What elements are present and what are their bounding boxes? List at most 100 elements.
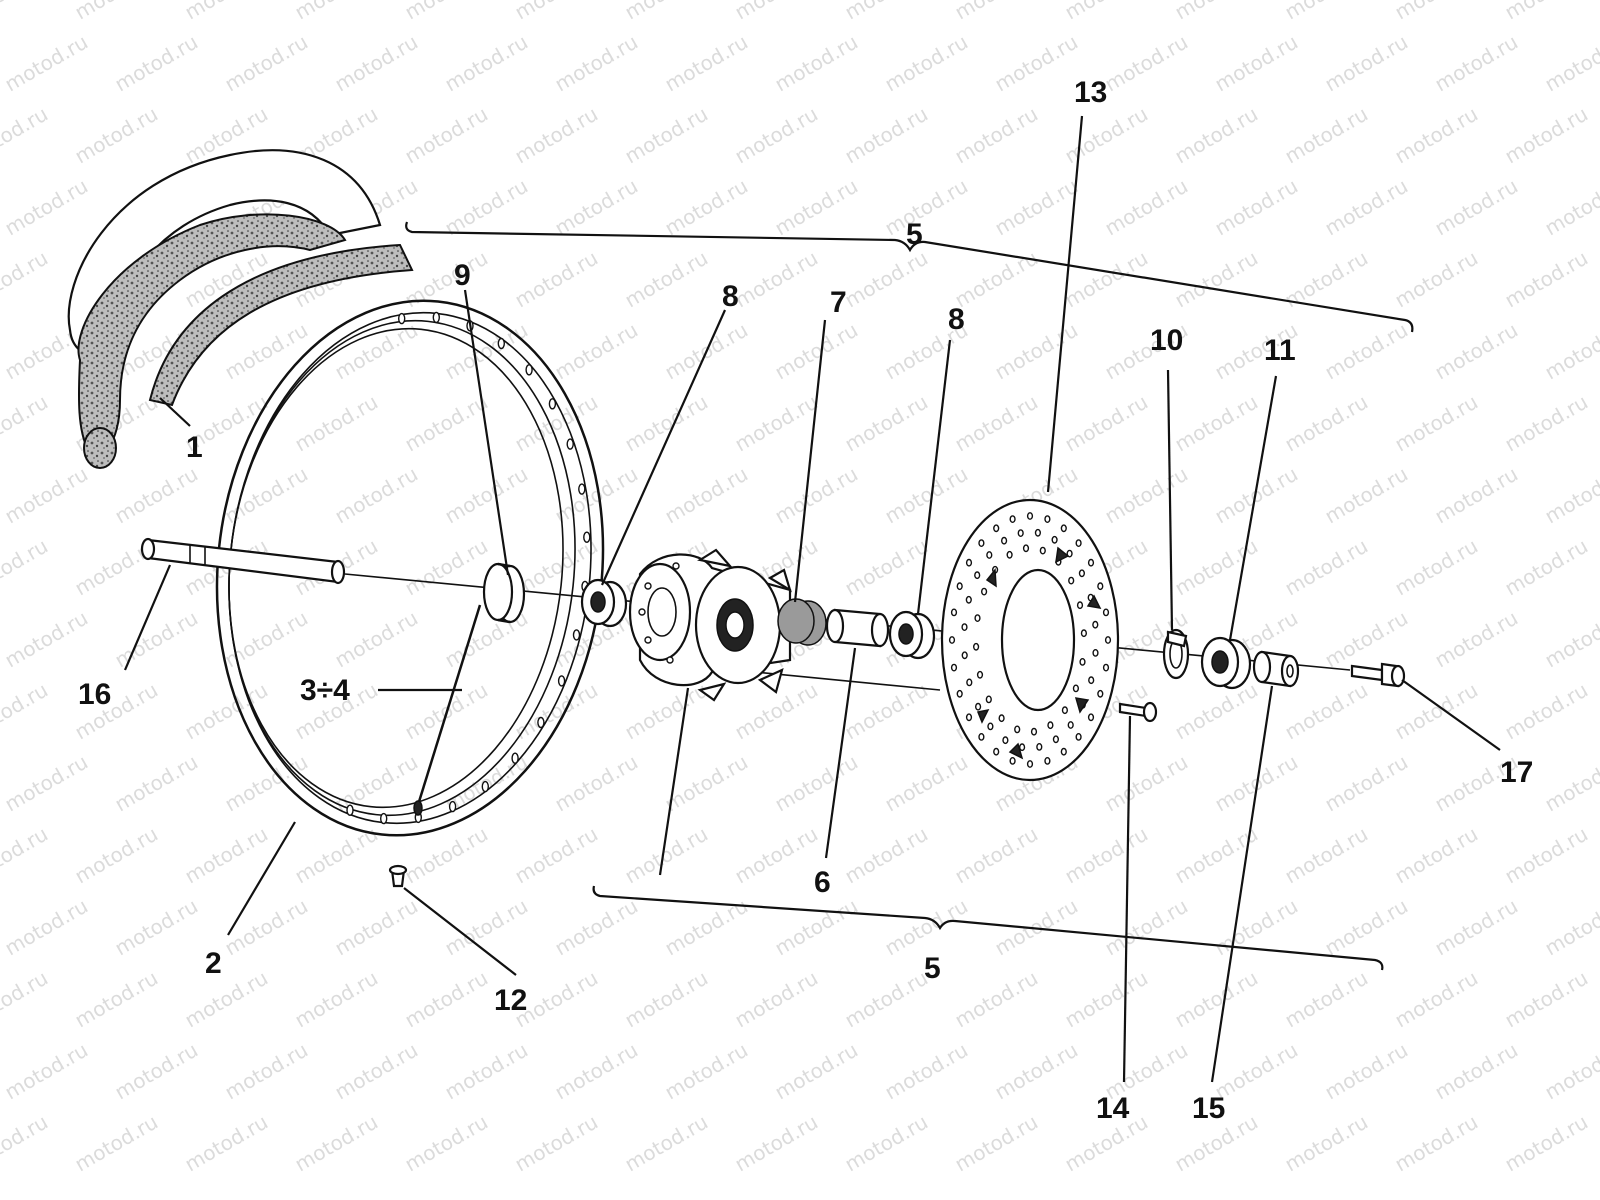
rim-spoke-hole <box>346 804 354 816</box>
watermark-text: motod.ru <box>511 822 602 889</box>
watermark-text: motod.ru <box>111 894 202 961</box>
watermark-text: motod.ru <box>621 390 712 457</box>
watermark-text: motod.ru <box>1 30 92 97</box>
watermark-text: motod.ru <box>0 534 52 601</box>
watermark-text: motod.ru <box>0 1110 52 1177</box>
disc-hole <box>1018 743 1026 752</box>
watermark-text: motod.ru <box>991 318 1082 385</box>
watermark-text: motod.ru <box>731 1110 822 1177</box>
watermark-text: motod.ru <box>1211 30 1302 97</box>
watermark-text: motod.ru <box>841 1110 932 1177</box>
disc-hole <box>948 636 956 644</box>
watermark-text: motod.ru <box>1501 534 1592 601</box>
watermark-text: motod.ru <box>1281 390 1372 457</box>
watermark-text: motod.ru <box>1391 822 1482 889</box>
watermark-text: motod.ru <box>1541 606 1600 673</box>
disc-hole <box>987 722 994 731</box>
watermark-text: motod.ru <box>0 390 52 457</box>
watermark-text: motod.ru <box>0 966 52 1033</box>
watermark-text: motod.ru <box>511 0 602 24</box>
callout-5-top: 5 <box>906 218 923 251</box>
watermark-text: motod.ru <box>771 462 862 529</box>
watermark-text: motod.ru <box>1101 30 1192 97</box>
watermark-text: motod.ru <box>841 822 932 889</box>
watermark-text: motod.ru <box>1321 318 1412 385</box>
disc-hole <box>1017 529 1024 537</box>
disc-bolt <box>1118 701 1158 723</box>
watermark-text: motod.ru <box>71 102 162 169</box>
watermark-text: motod.ru <box>1391 966 1482 1033</box>
watermark-text: motod.ru <box>291 966 382 1033</box>
callout-7: 7 <box>830 286 847 319</box>
disc-hole <box>1068 576 1075 585</box>
watermark-text: motod.ru <box>401 966 492 1033</box>
watermark-text: motod.ru <box>111 30 202 97</box>
watermark-text: motod.ru <box>1281 102 1372 169</box>
disc-hole <box>972 642 980 651</box>
watermark-text: motod.ru <box>731 0 822 24</box>
watermark-text: motod.ru <box>221 318 312 385</box>
watermark-text: motod.ru <box>1171 102 1262 169</box>
watermark-text: motod.ru <box>1 462 92 529</box>
disc-hole <box>1036 743 1043 751</box>
callout-6: 6 <box>814 866 831 899</box>
disc-hole <box>1066 549 1073 558</box>
watermark-text: motod.ru <box>1541 750 1600 817</box>
disc-hole <box>1039 546 1046 555</box>
watermark-text: motod.ru <box>1501 1110 1592 1177</box>
watermark-text: motod.ru <box>1501 102 1592 169</box>
disc-hole <box>1075 733 1082 741</box>
watermark-text: motod.ru <box>1541 1038 1600 1105</box>
disc-hole <box>993 524 1000 533</box>
watermark-text: motod.ru <box>1 174 92 241</box>
watermark-text: motod.ru <box>1501 246 1592 313</box>
watermark-text: motod.ru <box>71 822 162 889</box>
watermark-text: motod.ru <box>881 750 972 817</box>
watermark-text: motod.ru <box>71 966 162 1033</box>
rim-spoke-hole <box>566 438 574 450</box>
watermark-text: motod.ru <box>1171 390 1262 457</box>
disc-hole <box>1072 684 1080 693</box>
watermark-text: motod.ru <box>951 1110 1042 1177</box>
watermark-text: motod.ru <box>621 1110 712 1177</box>
inner-spacer <box>825 608 890 648</box>
disc-hole <box>1009 515 1016 523</box>
rim-spoke-hole <box>432 311 440 324</box>
watermark-text: motod.ru <box>1281 1110 1372 1177</box>
disc-hole <box>1092 620 1099 629</box>
watermark-text: motod.ru <box>331 30 422 97</box>
disc-hole <box>1067 721 1074 729</box>
watermark-text: motod.ru <box>1431 462 1522 529</box>
watermark-text: motod.ru <box>771 894 862 961</box>
callout-2: 2 <box>205 947 222 980</box>
watermark-text: motod.ru <box>1391 102 1482 169</box>
watermark-text: motod.ru <box>991 894 1082 961</box>
watermark-text: motod.ru <box>1321 30 1412 97</box>
watermark-text: motod.ru <box>731 246 822 313</box>
disc-hole <box>1000 536 1008 545</box>
rim-spoke-hole <box>481 780 489 793</box>
watermark-text: motod.ru <box>291 390 382 457</box>
disc-hole <box>998 714 1005 723</box>
watermark-text: motod.ru <box>401 534 492 601</box>
watermark-text: motod.ru <box>1281 678 1372 745</box>
watermark-text: motod.ru <box>771 30 862 97</box>
watermark-text: motod.ru <box>1171 966 1262 1033</box>
rim-spoke-holes <box>346 311 591 825</box>
disc-hole <box>1060 524 1067 533</box>
watermark-text: motod.ru <box>551 462 642 529</box>
watermark-text: motod.ru <box>181 1110 272 1177</box>
watermark-text: motod.ru <box>1281 0 1372 24</box>
watermark-text: motod.ru <box>881 1038 972 1105</box>
disc-hole <box>1097 689 1104 698</box>
watermark-text: motod.ru <box>621 102 712 169</box>
disc-hole <box>1002 736 1009 745</box>
watermark-text: motod.ru <box>661 1038 752 1105</box>
watermark-text: motod.ru <box>951 390 1042 457</box>
watermark-text: motod.ru <box>1101 462 1192 529</box>
disc-hole <box>1087 558 1095 567</box>
disc-hole <box>1097 582 1104 591</box>
watermark-text: motod.ru <box>1171 678 1262 745</box>
bracket-5-top <box>405 221 1414 333</box>
